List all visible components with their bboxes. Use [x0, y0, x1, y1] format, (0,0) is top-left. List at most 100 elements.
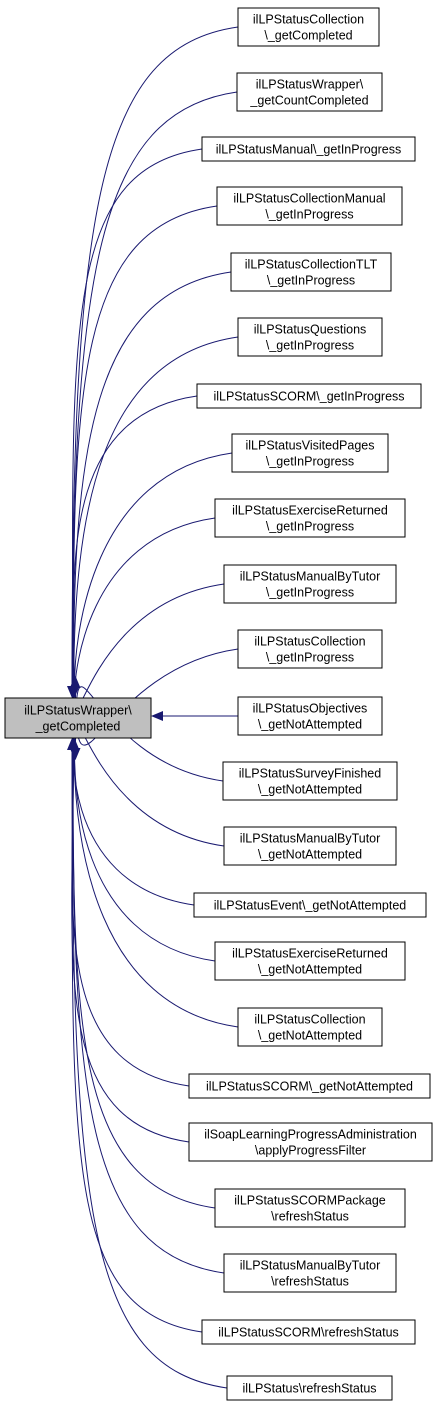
- edge-n17: [69, 738, 239, 1028]
- node-label: \_getCompleted: [264, 29, 352, 43]
- node-label: \_getNotAttempted: [258, 963, 362, 977]
- node-box: [188, 1073, 431, 1099]
- node-label: \_getInProgress: [267, 274, 355, 288]
- node-label: ilLPStatusCollectionTLT: [245, 258, 378, 272]
- node-box: [193, 892, 427, 918]
- node-label: ilLPStatusExerciseReturned: [232, 504, 388, 518]
- node-n10[interactable]: ilLPStatusManualByTutor \_getInProgress: [223, 564, 397, 604]
- node-n5[interactable]: ilLPStatusCollectionTLT \_getInProgress: [230, 252, 392, 292]
- node-label: ilLPStatusSCORM\_getInProgress: [213, 390, 404, 404]
- node-box: [223, 1253, 397, 1293]
- node-n7[interactable]: ilLPStatusSCORM\_getInProgress: [196, 383, 422, 409]
- node-box: [188, 1122, 433, 1162]
- node-box: [222, 761, 398, 801]
- node-box: [237, 317, 383, 357]
- node-n17[interactable]: ilLPStatusCollection \_getNotAttempted: [237, 1007, 383, 1047]
- node-label: ilLPStatusManualByTutor: [240, 1259, 381, 1273]
- node-label: ilLPStatusManualByTutor: [240, 832, 381, 846]
- node-n12[interactable]: ilLPStatusObjectives \_getNotAttempted: [237, 696, 383, 736]
- edge-n22: [67, 738, 203, 1333]
- node-label: \refreshStatus: [271, 1210, 349, 1224]
- node-n6[interactable]: ilLPStatusQuestions \_getInProgress: [237, 317, 383, 357]
- node-label: _getCountCompleted: [249, 94, 368, 108]
- node-label: \_getInProgress: [266, 339, 354, 353]
- node-box: [214, 941, 406, 981]
- node-label: ilLPStatusCollection: [254, 1013, 365, 1027]
- node-box: [231, 433, 389, 473]
- edge-n8: [69, 452, 233, 698]
- node-n22[interactable]: ilLPStatusSCORM\refreshStatus: [201, 1319, 416, 1345]
- edge-n7: [69, 395, 198, 698]
- node-label: \_getNotAttempted: [258, 783, 362, 797]
- edge-n9: [69, 517, 216, 689]
- node-n4[interactable]: ilLPStatusCollectionManual \_getInProgres…: [216, 186, 403, 226]
- node-box: [196, 383, 422, 409]
- node-label: \_getInProgress: [266, 651, 354, 665]
- node-n8[interactable]: ilLPStatusVisitedPages \_getInProgress: [231, 433, 389, 473]
- node-label: \applyProgressFilter: [255, 1144, 366, 1158]
- node-n11[interactable]: ilLPStatusCollection \_getInProgress: [237, 629, 383, 669]
- node-n15[interactable]: ilLPStatusEvent\_getNotAttempted: [193, 892, 427, 918]
- edge-n3: [67, 148, 203, 698]
- node-box: [201, 136, 416, 162]
- node-label: \_getInProgress: [265, 208, 353, 222]
- node-label: ilLPStatusCollection: [254, 635, 365, 649]
- node-n13[interactable]: ilLPStatusSurveyFinished\_getNotAttempte…: [222, 761, 398, 801]
- node-center[interactable]: ilLPStatusWrapper\ _getCompleted: [4, 697, 152, 739]
- node-label: ilSoapLearningProgressAdministration: [204, 1128, 417, 1142]
- node-label: ilLPStatusObjectives: [253, 702, 368, 716]
- node-n16[interactable]: ilLPStatusExerciseReturned\_getNotAttemp…: [214, 941, 406, 981]
- node-label: ilLPStatusSCORM\refreshStatus: [218, 1326, 399, 1340]
- node-label: \_getNotAttempted: [258, 718, 362, 732]
- node-n14[interactable]: ilLPStatusManualByTutor \_getNotAttempted: [223, 826, 397, 866]
- node-n3[interactable]: ilLPStatusManual\_getInProgress: [201, 136, 416, 162]
- node-box: [237, 629, 383, 669]
- node-label: \_getInProgress: [266, 586, 354, 600]
- node-box: [230, 252, 392, 292]
- node-label: ilLPStatusWrapper\: [24, 704, 132, 718]
- node-n1[interactable]: ilLPStatusCollection \_getCompleted: [237, 7, 380, 47]
- node-label: \_getInProgress: [266, 455, 354, 469]
- node-label: ilLPStatusCollectionManual: [233, 192, 385, 206]
- node-box: [237, 1007, 383, 1047]
- node-label: \_getNotAttempted: [258, 848, 362, 862]
- node-box: [237, 7, 380, 47]
- node-label: ilLPStatusCollection: [253, 13, 364, 27]
- node-box: [236, 72, 383, 112]
- edge-n4: [68, 205, 218, 698]
- node-n2[interactable]: ilLPStatusWrapper\ _getCountCompleted: [236, 72, 383, 112]
- edge-n23: [67, 738, 228, 1389]
- node-box: [214, 498, 406, 538]
- node-label: \refreshStatus: [271, 1275, 349, 1289]
- edge-n5: [68, 271, 232, 698]
- node-label: ilLPStatusSCORM\_getNotAttempted: [206, 1080, 413, 1094]
- node-label: ilLPStatusWrapper\: [256, 78, 364, 92]
- node-box: [223, 564, 397, 604]
- node-n9[interactable]: ilLPStatusExerciseReturned \_getInProgres…: [214, 498, 406, 538]
- node-n19[interactable]: ilSoapLearningProgressAdministration \app…: [188, 1122, 433, 1162]
- node-label: ilLPStatus\refreshStatus: [242, 1382, 376, 1396]
- node-box: [237, 696, 383, 736]
- node-label: ilLPStatusManualByTutor: [240, 570, 381, 584]
- node-label: \_getNotAttempted: [258, 1029, 362, 1043]
- node-box: [223, 826, 397, 866]
- edge-n16: [69, 738, 216, 962]
- node-box: [214, 1188, 406, 1228]
- edge-n18: [68, 738, 190, 1087]
- node-label: _getCompleted: [35, 720, 121, 734]
- node-n21[interactable]: ilLPStatusManualByTutor \refreshStatus: [223, 1253, 397, 1293]
- edge-n14: [70, 724, 225, 847]
- node-label: ilLPStatusQuestions: [254, 323, 367, 337]
- node-box: [226, 1375, 393, 1401]
- node-n20[interactable]: ilLPStatusSCORMPackage \refreshStatus: [214, 1188, 406, 1228]
- edge-n15: [69, 746, 195, 906]
- node-n18[interactable]: ilLPStatusSCORM\_getNotAttempted: [188, 1073, 431, 1099]
- node-box: [4, 697, 152, 739]
- edge-n21: [67, 738, 225, 1274]
- node-label: \_getInProgress: [266, 520, 354, 534]
- node-n23[interactable]: ilLPStatus\refreshStatus: [226, 1375, 393, 1401]
- node-label: ilLPStatusSCORMPackage: [234, 1194, 386, 1208]
- nodes: ilLPStatusWrapper\_getCompletedilLPStatu…: [4, 7, 433, 1401]
- node-label: ilLPStatusVisitedPages: [245, 439, 374, 453]
